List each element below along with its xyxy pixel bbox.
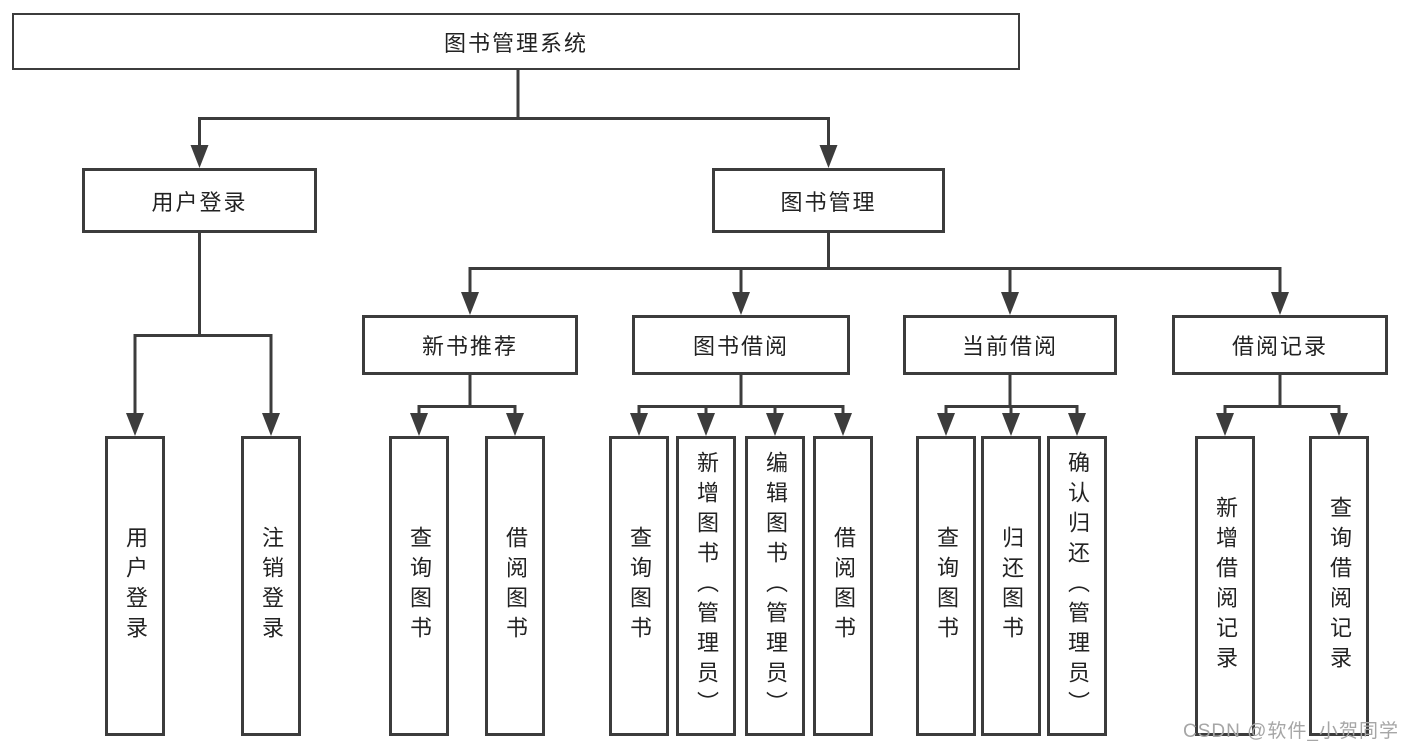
arrow-down-icon <box>732 292 750 315</box>
connector-root-branch <box>190 70 838 168</box>
arrow-down-icon <box>937 413 955 436</box>
connector-line <box>468 233 1282 294</box>
node-borrow-books-borrowing: 借阅图书 <box>813 436 873 736</box>
node-query-books-borrowing: 查询图书 <box>609 436 669 736</box>
node-borrowing-records: 借阅记录 <box>1172 315 1388 375</box>
arrow-down-icon <box>461 292 479 315</box>
connector-line <box>417 375 517 415</box>
arrow-down-icon <box>1001 292 1019 315</box>
node-new-book-recommendation: 新书推荐 <box>362 315 578 375</box>
arrow-down-icon <box>1002 413 1020 436</box>
node-current-borrowing: 当前借阅 <box>903 315 1117 375</box>
arrow-down-icon <box>819 145 838 168</box>
node-query-books-current: 查询图书 <box>916 436 976 736</box>
node-edit-book-admin: 编辑图书（管理员） <box>745 436 805 736</box>
connector-line <box>944 375 1079 415</box>
arrow-down-icon <box>697 413 715 436</box>
arrow-down-icon <box>190 145 209 168</box>
arrow-down-icon <box>410 413 428 436</box>
connector-current-borrowing-branch <box>937 375 1086 436</box>
connector-user-login-branch <box>126 233 280 436</box>
arrow-down-icon <box>506 413 524 436</box>
node-return-book: 归还图书 <box>981 436 1041 736</box>
arrow-down-icon <box>126 413 144 436</box>
arrow-down-icon <box>1068 413 1086 436</box>
connector-borrowing-records-branch <box>1216 375 1348 436</box>
arrow-down-icon <box>834 413 852 436</box>
node-book-management: 图书管理 <box>712 168 945 233</box>
arrow-down-icon <box>1271 292 1289 315</box>
arrow-down-icon <box>766 413 784 436</box>
connector-line <box>198 70 830 147</box>
node-library-management-system: 图书管理系统 <box>12 13 1020 70</box>
connector-line <box>133 233 273 415</box>
arrow-down-icon <box>1216 413 1234 436</box>
connector-new-book-branch <box>410 375 524 436</box>
csdn-watermark: CSDN @软件_小贺同学 <box>1183 721 1399 742</box>
node-borrow-books-recommend: 借阅图书 <box>485 436 545 736</box>
connector-line <box>637 375 845 415</box>
arrow-down-icon <box>630 413 648 436</box>
node-logout: 注销登录 <box>241 436 301 736</box>
node-user-login-leaf: 用户登录 <box>105 436 165 736</box>
node-add-book-admin: 新增图书（管理员） <box>676 436 736 736</box>
arrow-down-icon <box>262 413 280 436</box>
node-add-borrow-record: 新增借阅记录 <box>1195 436 1255 736</box>
connector-book-borrowing-branch <box>630 375 852 436</box>
arrow-down-icon <box>1330 413 1348 436</box>
connector-line <box>1223 375 1341 415</box>
node-query-borrow-record: 查询借阅记录 <box>1309 436 1369 736</box>
node-book-borrowing: 图书借阅 <box>632 315 850 375</box>
node-user-login: 用户登录 <box>82 168 317 233</box>
connector-book-management-branch <box>461 233 1289 315</box>
node-query-books-recommend: 查询图书 <box>389 436 449 736</box>
node-confirm-return-admin: 确认归还（管理员） <box>1047 436 1107 736</box>
